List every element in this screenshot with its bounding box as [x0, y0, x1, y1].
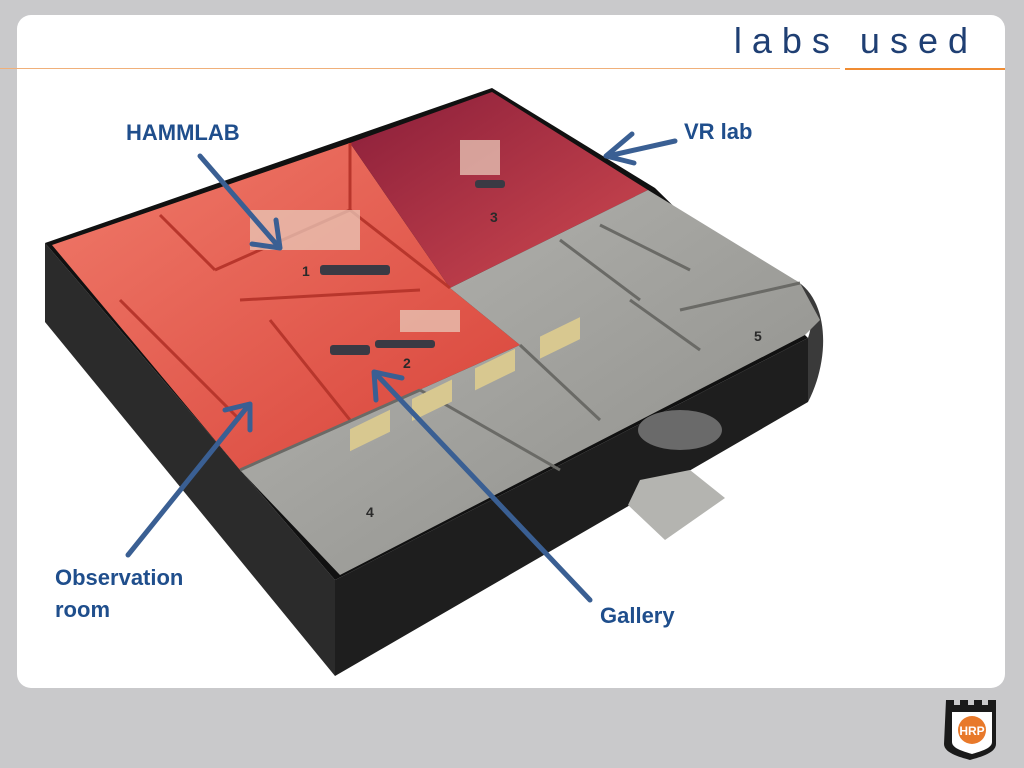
- room-number-3: 3: [490, 209, 498, 225]
- vr-lab-area: [350, 92, 648, 288]
- gallery-rotunda: [638, 410, 722, 450]
- hammlab-arrow: [197, 153, 281, 249]
- observation-room-arrowhead: [222, 401, 253, 433]
- building-shell-rounded-corner: [795, 280, 824, 402]
- callout-arrows: [125, 131, 678, 603]
- entrance-canopy: [628, 470, 725, 540]
- room-number-5: 5: [754, 328, 762, 344]
- room-number-1: 1: [302, 263, 310, 279]
- vr-lab-arrow: [605, 138, 678, 159]
- red-area-partitions: [118, 143, 451, 422]
- room-number-4: 4: [366, 504, 374, 520]
- control-room-consoles: [320, 180, 505, 355]
- gallery-label: Gallery: [600, 603, 675, 628]
- hrp-logo-text: HRP: [959, 724, 984, 738]
- hrp-logo: HRP: [944, 700, 996, 760]
- building-shell-left-wall: [45, 243, 335, 676]
- vr-lab-label: VR lab: [684, 119, 753, 144]
- title-accent-rule: [845, 68, 1005, 70]
- grey-rooms-area: [240, 190, 820, 575]
- title-divider: [0, 68, 840, 69]
- observation-room-label: Observation room: [55, 565, 184, 622]
- vr-lab-arrowhead: [603, 131, 637, 166]
- observation-room-arrow: [125, 403, 251, 558]
- control-room-panels: [250, 140, 500, 332]
- footer-band: [0, 690, 1024, 768]
- gallery-arrow: [373, 371, 593, 603]
- slide-title: labs used: [733, 20, 978, 61]
- hammlab-label: HAMMLAB: [126, 120, 240, 145]
- gallery-arrowhead: [371, 369, 405, 403]
- front-wall-windows: [350, 317, 580, 452]
- hammlab-arrowhead: [249, 217, 283, 251]
- room-number-2: 2: [403, 355, 411, 371]
